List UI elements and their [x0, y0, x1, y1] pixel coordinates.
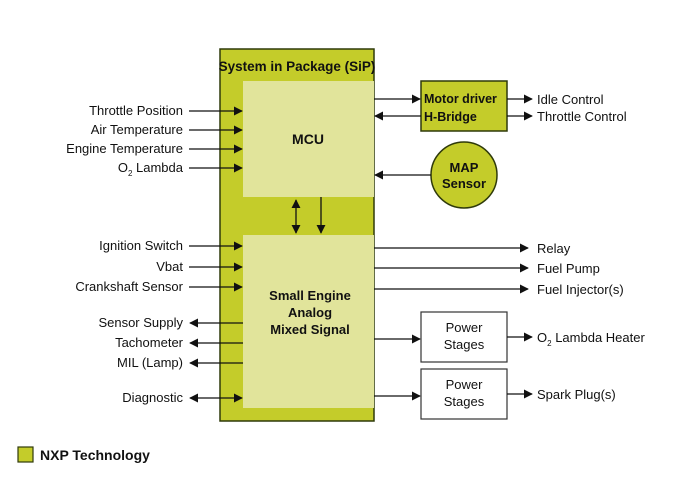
sip-title: System in Package (SiP) [219, 59, 376, 74]
input-label: Air Temperature [91, 122, 183, 137]
signal-label: Diagnostic [122, 390, 183, 405]
analog-output-mil-lamp: MIL (Lamp) [117, 355, 243, 370]
power-stage-1-line-2: Stages [444, 337, 485, 352]
analog-input-crankshaft-sensor: Crankshaft Sensor [75, 279, 243, 294]
mcu-label: MCU [292, 131, 324, 147]
analog-output-tachometer: Tachometer [115, 335, 243, 350]
analog-line-3: Mixed Signal [270, 322, 349, 337]
legend: NXP Technology [17, 446, 150, 463]
legend-label: NXP Technology [40, 447, 150, 463]
mcu-input-air-temperature: Air Temperature [91, 122, 243, 137]
signal-label: MIL (Lamp) [117, 355, 183, 370]
output-label: Spark Plug(s) [537, 387, 616, 402]
output-label: Throttle Control [537, 109, 627, 124]
legend-swatch [17, 446, 34, 463]
mcu-input-engine-temperature: Engine Temperature [66, 141, 243, 156]
power-stage-1-line-1: Power [446, 320, 484, 335]
analog-output-fuel-pump: Fuel Pump [374, 261, 600, 276]
analog-block [243, 235, 374, 408]
output-label: Relay [537, 241, 571, 256]
map-sensor-line-1: MAP [450, 160, 479, 175]
output-label: Fuel Injector(s) [537, 282, 624, 297]
map-sensor-line-2: Sensor [442, 176, 486, 191]
analog-output-sensor-supply: Sensor Supply [98, 315, 243, 330]
output-label: O2 Lambda Heater [537, 330, 645, 348]
signal-label: Sensor Supply [98, 315, 183, 330]
input-label: Engine Temperature [66, 141, 183, 156]
analog-bidir-diagnostic: Diagnostic [122, 390, 243, 405]
power-stage-2-line-2: Stages [444, 394, 485, 409]
signal-label: Tachometer [115, 335, 184, 350]
motor-driver-line-2: H-Bridge [424, 110, 477, 124]
analog-line-1: Small Engine [269, 288, 351, 303]
map-sensor-circle [430, 141, 498, 209]
input-label: O2 Lambda [118, 160, 184, 178]
analog-input-ignition-switch: Ignition Switch [99, 238, 243, 253]
mcu-input-o2-lambda: O2 Lambda [118, 160, 243, 178]
power-output-spark-plugs: Spark Plug(s) [507, 387, 616, 402]
analog-output-relay: Relay [374, 241, 571, 256]
power-stage-2-block [420, 368, 508, 420]
signal-label: Crankshaft Sensor [75, 279, 183, 294]
input-label: Throttle Position [89, 103, 183, 118]
power-stage-2-line-1: Power [446, 377, 484, 392]
power-output-o2-lambda-heater: O2 Lambda Heater [507, 330, 645, 348]
output-label: Fuel Pump [537, 261, 600, 276]
mcu-block [243, 81, 374, 197]
signal-label: Vbat [156, 259, 183, 274]
signal-label: Ignition Switch [99, 238, 183, 253]
motor-output-throttle-control: Throttle Control [507, 109, 627, 124]
analog-line-2: Analog [288, 305, 332, 320]
output-label: Idle Control [537, 92, 604, 107]
power-stage-1-block [420, 311, 508, 363]
motor-driver-line-1: Motor driver [424, 92, 497, 106]
mcu-input-throttle-position: Throttle Position [89, 103, 243, 118]
analog-input-vbat: Vbat [156, 259, 243, 274]
analog-output-fuel-injectors: Fuel Injector(s) [374, 282, 624, 297]
motor-output-idle-control: Idle Control [507, 92, 604, 107]
motor-driver-block [420, 80, 508, 132]
